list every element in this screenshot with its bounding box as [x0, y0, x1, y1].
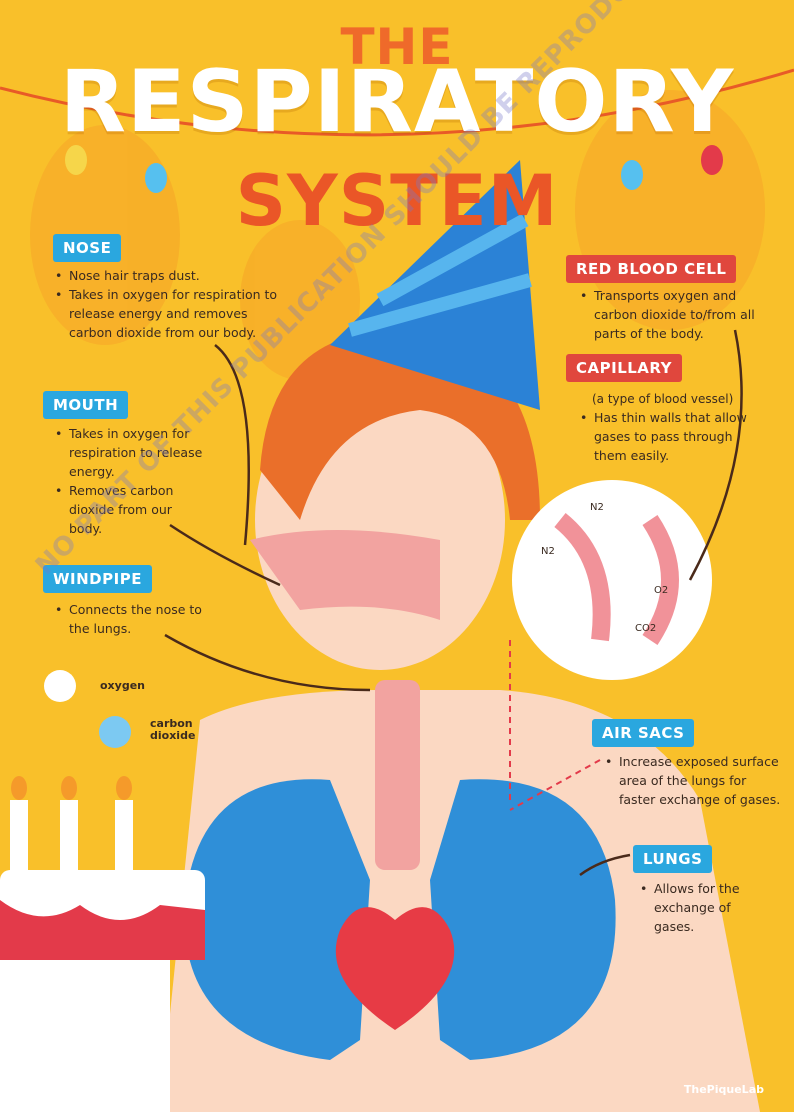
oxygen-legend-label: oxygen	[100, 679, 145, 692]
capillary-inset	[512, 480, 712, 680]
left-lung	[184, 779, 370, 1060]
heart	[335, 907, 455, 1030]
capillary-note: (a type of blood vessel)	[592, 392, 734, 406]
list-item: Has thin walls that allow gases to pass …	[580, 408, 765, 465]
list-item: Removes carbon dioxide from our body.	[55, 481, 205, 538]
windpipe-points: Connects the nose to the lungs.	[55, 600, 205, 638]
list-item: Increase exposed surface area of the lun…	[605, 752, 785, 809]
windpipe-tube	[375, 680, 420, 870]
title-system: SYSTEM	[235, 160, 559, 242]
windpipe-tag: WINDPIPE	[43, 565, 152, 593]
air-sacs-tag: AIR SACS	[592, 719, 695, 747]
title-respiratory: RESPIRATORY	[59, 52, 735, 152]
list-item: Connects the nose to the lungs.	[55, 600, 205, 638]
oxygen-molecule-icon	[44, 670, 76, 702]
carbon-dioxide-legend-label: carbon dioxide	[150, 717, 196, 742]
right-lung	[430, 779, 616, 1060]
red-blood-cell-points: Transports oxygen and carbon dioxide to/…	[580, 286, 755, 343]
carbon-dioxide-molecule-icon	[99, 716, 131, 748]
light-string	[0, 68, 794, 137]
capillary-points: Has thin walls that allow gases to pass …	[580, 408, 765, 465]
nose-points: Nose hair traps dust. Takes in oxygen fo…	[55, 266, 285, 342]
list-item: Nose hair traps dust.	[55, 266, 285, 285]
party-hat	[330, 160, 540, 410]
red-blood-cell-tag: RED BLOOD CELL	[566, 255, 737, 283]
inset-n2-label: N2	[541, 546, 555, 557]
inset-co2-label: CO2	[635, 623, 657, 634]
list-item: Allows for the exchange of gases.	[640, 879, 750, 936]
lungs-tag: LUNGS	[633, 845, 713, 873]
birthday-cake	[0, 776, 205, 1112]
light-bulbs	[65, 145, 723, 193]
mouth-points: Takes in oxygen for respiration to relea…	[55, 424, 205, 538]
list-item: Takes in oxygen for respiration to relea…	[55, 285, 285, 342]
nose-tag: NOSE	[53, 234, 122, 262]
capillary-tag: CAPILLARY	[566, 354, 683, 382]
list-item: Takes in oxygen for respiration to relea…	[55, 424, 205, 481]
title-the: THE	[340, 18, 454, 76]
airway	[250, 530, 440, 620]
lungs-points: Allows for the exchange of gases.	[640, 879, 750, 936]
list-item: Transports oxygen and carbon dioxide to/…	[580, 286, 755, 343]
inset-o2-label: O2	[654, 585, 669, 596]
inset-n2-label: N2	[590, 502, 604, 513]
brand-logo: ThePiqueLab	[683, 1083, 764, 1096]
mouth-tag: MOUTH	[43, 391, 129, 419]
air-sacs-points: Increase exposed surface area of the lun…	[605, 752, 785, 809]
